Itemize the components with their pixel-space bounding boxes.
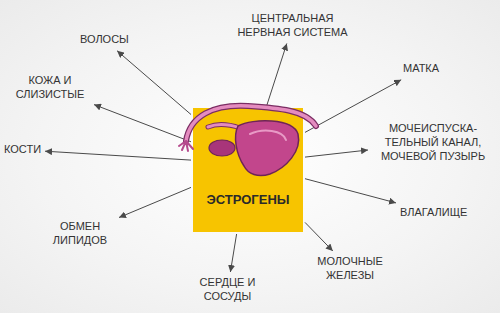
hormone-name: ЭСТРОГЕНЫ [193,192,303,208]
effect-arrow [305,179,396,203]
fallopian-tube [208,124,240,128]
uterus-body [236,121,299,176]
effect-arrow [267,44,287,107]
organ-name: МОЧЕИСПУСКА- ТЕЛЬНЫЙ КАНАЛ, МОЧЕВОЙ ПУЗЫ… [372,122,494,163]
organ-name: СЕРДЦЕ И СОСУДЫ [190,276,265,304]
hormone-box: ЭСТРОГЕНЫ [193,108,303,232]
effect-arrow [94,105,191,142]
target-label: МОЧЕИСПУСКА- ТЕЛЬНЫЙ КАНАЛ, МОЧЕВОЙ ПУЗЫ… [372,122,494,163]
organ-name: МАТКА [403,62,439,76]
ovary [209,140,235,156]
effect-arrow [117,51,191,115]
organ-name: ОБМЕН ЛИПИДОВ [45,220,115,248]
target-label: СЕРДЦЕ И СОСУДЫ [190,276,265,304]
uterus-illustration [178,96,323,186]
organ-name: КОЖА И СЛИЗИСТЫЕ [10,74,90,102]
uterus-highlight [250,131,286,140]
organ-name: ВЛАГАЛИЩЕ [400,206,467,220]
organ-name: ВОЛОСЫ [80,33,129,47]
organ-name: МОЛОЧНЫЕ ЖЕЛЕЗЫ [310,255,390,283]
effect-arrow [305,80,401,133]
effect-arrow [305,150,368,157]
target-label: МОЛОЧНЫЕ ЖЕЛЕЗЫ [310,255,390,283]
target-label: ЦЕНТРАЛЬНАЯ НЕРВНАЯ СИСТЕМА [235,12,350,40]
organ-name: ЦЕНТРАЛЬНАЯ НЕРВНАЯ СИСТЕМА [235,12,350,40]
target-label: ВОЛОСЫ [80,33,129,47]
target-label: КОСТИ [4,143,41,157]
target-label: ОБМЕН ЛИПИДОВ [45,220,115,248]
target-label: ВЛАГАЛИЩЕ [400,206,467,220]
effect-arrow [119,187,191,217]
effect-arrow [230,234,236,272]
target-label: КОЖА И СЛИЗИСТЫЕ [10,74,90,102]
target-label: МАТКА [403,62,439,76]
tube-outline [208,124,240,128]
effect-arrow [305,222,333,251]
fimbriae [179,141,193,151]
effect-arrow [45,151,191,160]
organ-name: КОСТИ [4,143,41,157]
